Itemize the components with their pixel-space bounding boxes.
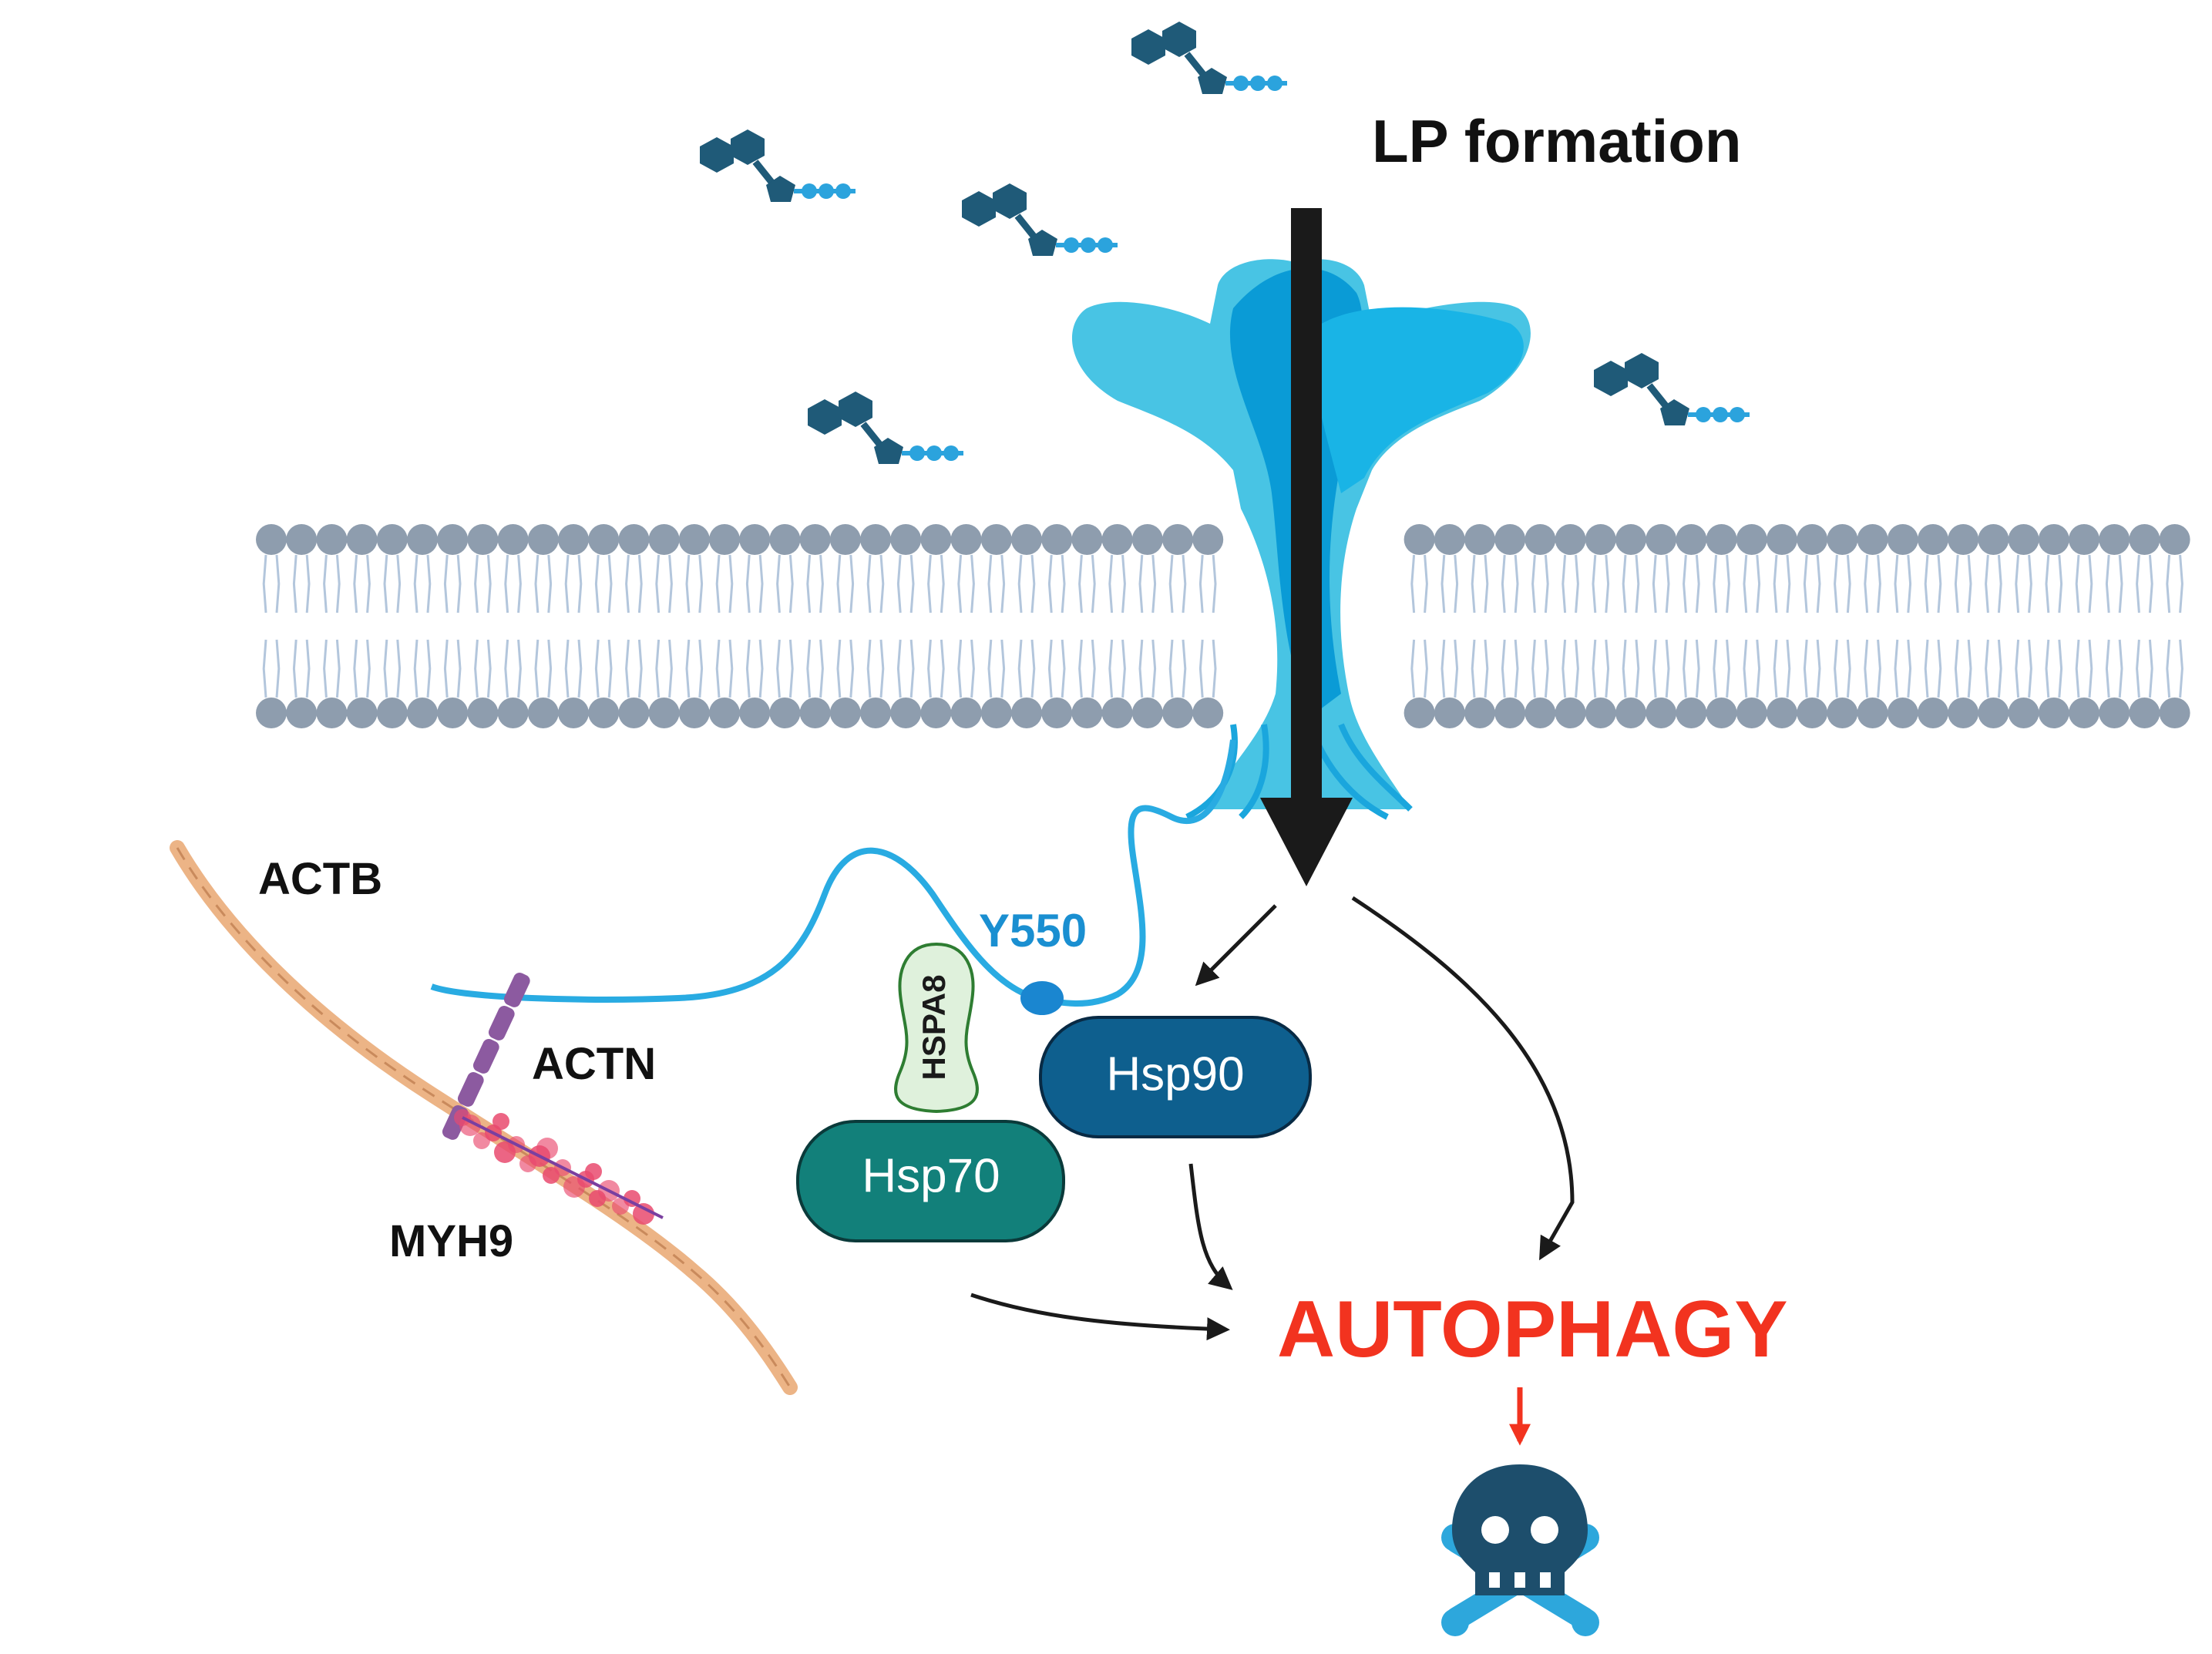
y550-label: Y550 [979,905,1087,956]
skull-crossbones-icon [1441,1464,1599,1636]
pathway-arrows [970,896,1575,1341]
hsp70-label: Hsp70 [862,1149,1000,1202]
myh9-protein [454,1109,664,1225]
hspa8-label: HSPA8 [916,975,952,1081]
lp-formation-arrow [1260,208,1353,886]
lp-formation-label: LP formation [1372,107,1742,175]
ligand-molecule-icon [1131,22,1287,94]
ligand-molecule-icon [700,129,856,202]
receptor-cytoplasmic-tail [430,739,1236,1007]
ligand-molecule-icon [808,392,963,464]
autophagy-label: AUTOPHAGY [1277,1285,1788,1374]
hsp90-label: Hsp90 [1106,1047,1244,1101]
hsp70-box [796,1120,1065,1242]
hsp90-box [1039,1016,1312,1138]
cell-membrane [256,524,2190,728]
myh9-label: MYH9 [389,1216,513,1266]
ligand-molecule-icon [962,183,1118,256]
ligand-molecule-icon [1594,353,1750,425]
actin-filament [170,840,798,1395]
actb-label: ACTB [258,854,382,904]
y550-phosphosite [1020,981,1064,1015]
hspa8-shape [894,942,979,1114]
actn-label: ACTN [532,1039,656,1089]
